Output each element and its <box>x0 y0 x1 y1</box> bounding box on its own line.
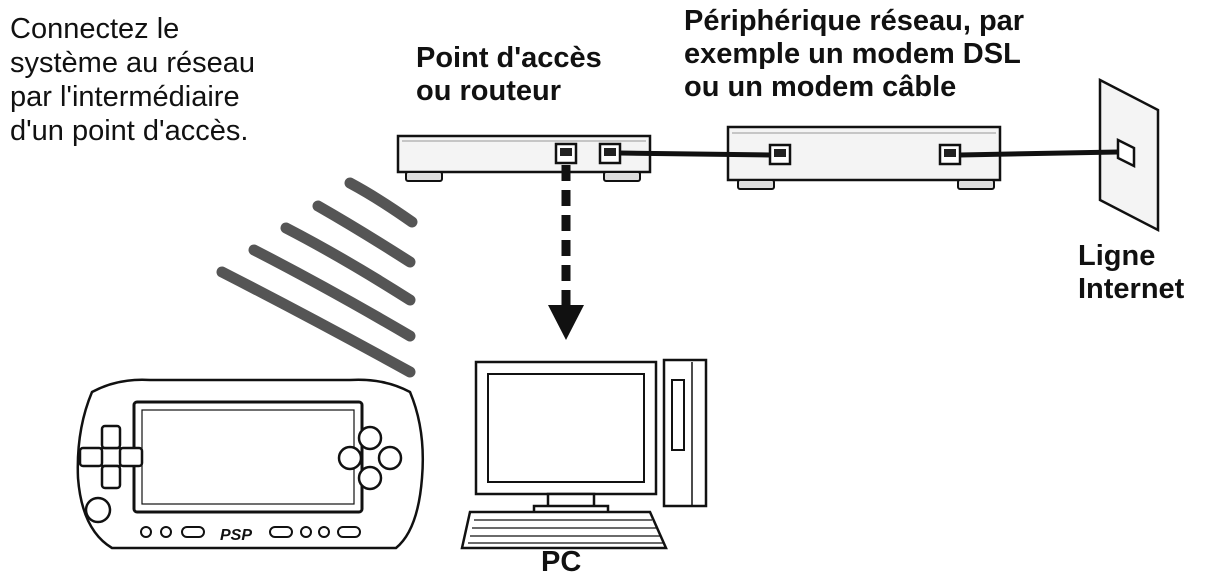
access-point-label-line: Point d'accès <box>416 42 602 74</box>
pc-label: PC <box>541 546 582 578</box>
network-device-label: Périphérique réseau, par exemple un mode… <box>684 5 1024 104</box>
ethernet-cable <box>619 149 1119 158</box>
psp-console-icon: PSP <box>76 378 425 550</box>
instruction-line: par l'intermédiaire <box>10 81 240 113</box>
wired-connection-arrow <box>548 165 584 340</box>
instruction-line: système au réseau <box>10 47 256 79</box>
dpad-icon <box>78 424 144 490</box>
network-device-label-line: Périphérique réseau, par <box>684 5 1025 37</box>
pc-icon <box>460 358 708 550</box>
psp-logo: PSP <box>220 527 252 544</box>
modem-icon <box>726 125 1002 190</box>
network-device-label-line: exemple un modem DSL <box>684 38 1021 70</box>
wireless-signal-icon <box>216 177 418 378</box>
instruction-text: Connectez le système au réseau par l'int… <box>10 12 255 148</box>
instruction-line: Connectez le <box>10 13 180 45</box>
internet-line-label-line: Internet <box>1078 273 1185 305</box>
instruction-line: d'un point d'accès. <box>10 115 249 147</box>
internet-line-label-line: Ligne <box>1078 240 1156 272</box>
access-point-router-icon <box>396 134 652 182</box>
wall-jack-icon <box>1098 77 1160 233</box>
access-point-label: Point d'accès ou routeur <box>416 42 602 108</box>
network-device-label-line: ou un modem câble <box>684 71 957 103</box>
access-point-label-line: ou routeur <box>416 75 561 107</box>
action-buttons-icon <box>337 425 403 491</box>
internet-line-label: Ligne Internet <box>1078 240 1184 306</box>
